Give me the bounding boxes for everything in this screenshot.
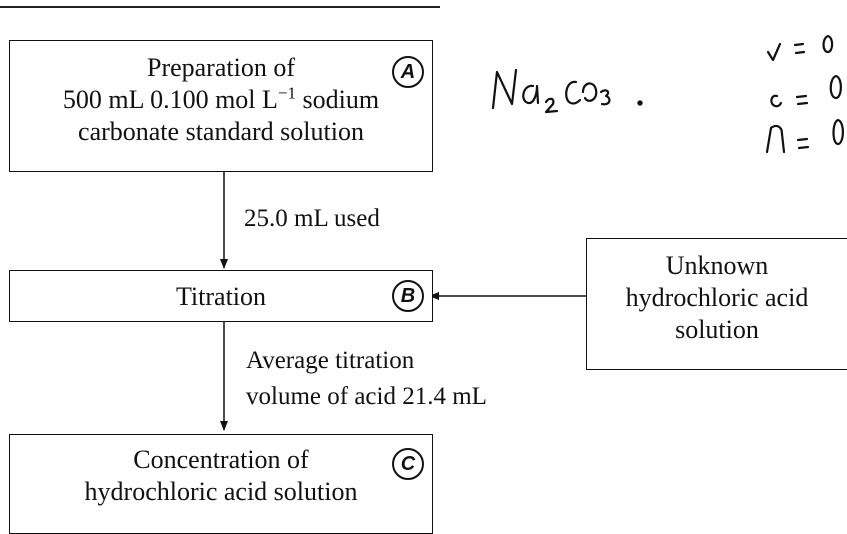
badge-a: A bbox=[392, 56, 424, 88]
box-a-text: Preparation of 500 mL 0.100 mol L−1 sodi… bbox=[9, 52, 433, 148]
box-c-line2: hydrochloric acid solution bbox=[84, 477, 358, 506]
box-c-line1: Concentration of bbox=[133, 445, 309, 474]
handwriting-formula-2 bbox=[544, 97, 559, 114]
box-unknown-text: Unknown hydrochloric acid solution bbox=[586, 250, 847, 346]
box-c-concentration bbox=[9, 434, 433, 534]
handwriting-v-zero bbox=[822, 34, 834, 54]
handwriting-formula-n bbox=[491, 68, 518, 110]
label-b-to-c-line1: Average titration bbox=[246, 347, 415, 374]
top-rule bbox=[0, 6, 440, 8]
box-a-line2-sup: −1 bbox=[277, 83, 296, 103]
handwriting-formula-c bbox=[565, 80, 582, 105]
box-unknown-hcl bbox=[586, 238, 847, 370]
box-a-line1: Preparation of bbox=[146, 53, 295, 82]
box-b-titration bbox=[9, 270, 433, 322]
handwritten-notes bbox=[491, 34, 844, 154]
handwriting-c-equals bbox=[795, 94, 809, 106]
handwriting-formula-o bbox=[581, 82, 598, 102]
handwriting-n-equals bbox=[796, 137, 810, 150]
label-b-to-c: Average titration volume of acid 21.4 mL bbox=[246, 346, 487, 412]
handwriting-formula-3 bbox=[599, 89, 611, 106]
box-a-line3: carbonate standard solution bbox=[78, 117, 364, 146]
badge-b: B bbox=[392, 280, 424, 312]
handwriting-c-zero bbox=[829, 74, 842, 100]
handwriting-formula-dot bbox=[637, 100, 643, 106]
box-a-line2-suffix: sodium bbox=[296, 85, 380, 114]
handwriting-v bbox=[766, 42, 782, 62]
box-unknown-line3: solution bbox=[675, 315, 759, 344]
label-a-to-b: 25.0 mL used bbox=[244, 205, 380, 232]
box-unknown-line1: Unknown bbox=[665, 251, 769, 280]
handwriting-n-zero bbox=[832, 118, 844, 146]
box-a-preparation bbox=[9, 40, 433, 172]
flow-arrows bbox=[220, 172, 586, 431]
box-c-text: Concentration of hydrochloric acid solut… bbox=[9, 444, 433, 508]
box-a-line2: 500 mL 0.100 mol L−1 sodium bbox=[9, 84, 433, 116]
label-b-to-c-line2: volume of acid 21.4 mL bbox=[246, 383, 487, 410]
handwriting-n bbox=[765, 124, 786, 154]
box-b-text: Titration bbox=[175, 282, 267, 311]
handwriting-v-equals bbox=[793, 42, 806, 55]
box-unknown-line2: hydrochloric acid bbox=[625, 283, 809, 312]
badge-c: C bbox=[392, 448, 424, 480]
box-a-line2-prefix: 500 mL 0.100 mol L bbox=[62, 85, 278, 114]
handwriting-formula-a bbox=[522, 84, 540, 105]
handwriting-c bbox=[770, 94, 783, 108]
